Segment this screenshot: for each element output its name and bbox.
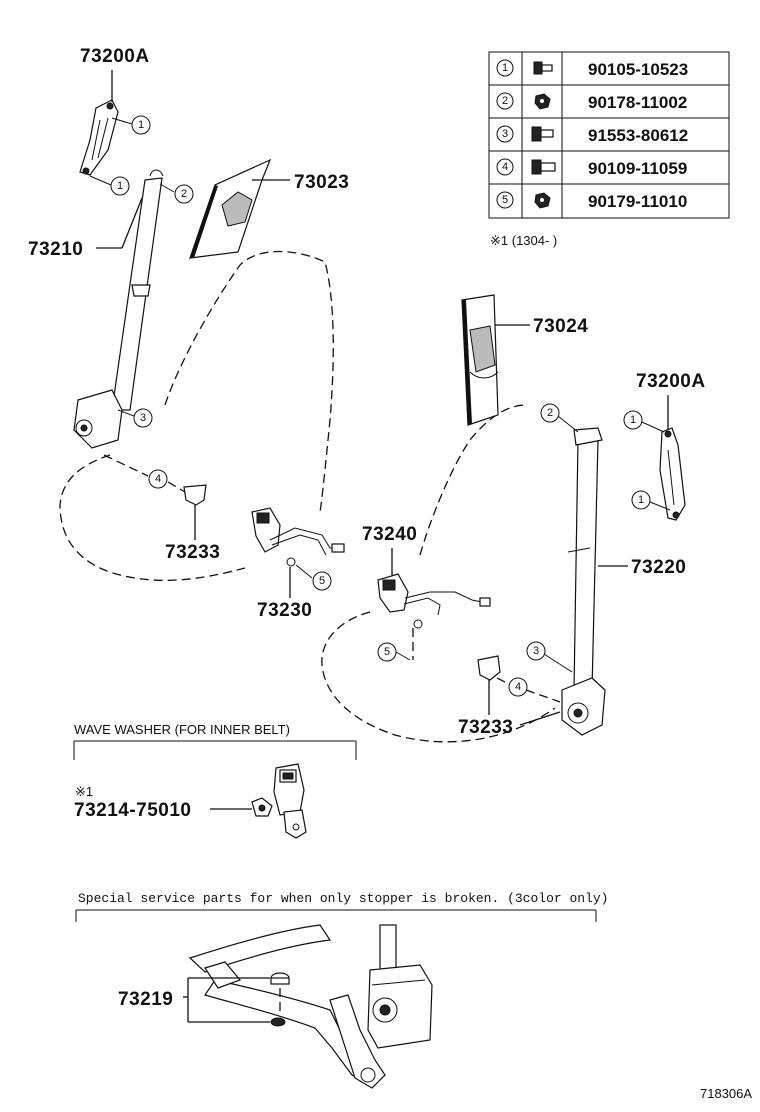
table-row-5-part: 90179-11010	[588, 192, 687, 211]
callout-4	[148, 469, 168, 489]
label-73233-right: 73233	[458, 717, 513, 738]
callout-4	[508, 677, 528, 697]
label-73220: 73220	[631, 557, 686, 578]
right-seat-outline	[321, 404, 556, 743]
label-73200a-left: 73200A	[80, 46, 150, 67]
label-73230: 73230	[257, 600, 312, 621]
table-row-5-num: 5	[502, 194, 508, 206]
special-service-note: Special service parts for when only stop…	[78, 891, 609, 906]
right-anchor-cover	[477, 655, 501, 681]
callout-2-text: 2	[181, 188, 187, 200]
callout-4-text: 4	[155, 473, 161, 485]
label-73024: 73024	[533, 316, 588, 337]
bolt-icon	[531, 126, 554, 142]
table-row-2-part: 90178-11002	[588, 93, 687, 112]
pillar-trim-73024	[461, 294, 499, 426]
callout-5	[377, 642, 397, 662]
callout-2	[174, 184, 194, 204]
left-anchor-bracket	[79, 99, 119, 176]
callout-1-text: 1	[138, 119, 144, 131]
left-buckle-73230	[251, 507, 345, 567]
nut-icon	[534, 192, 551, 209]
callout-1	[110, 176, 130, 196]
callout-5-text: 5	[319, 575, 325, 587]
pillar-trim-73023	[189, 158, 272, 259]
callout-3	[133, 408, 153, 428]
callout-1-text: 1	[638, 494, 644, 506]
note-mark: ※1	[75, 784, 93, 799]
fastener-table: 1 90105-10523 2 90178-11002 3 91553-8061…	[488, 51, 730, 219]
date-note: ※1 (1304- )	[490, 233, 557, 248]
callout-2-text: 2	[547, 407, 553, 419]
label-73219: 73219	[118, 989, 173, 1010]
label-73233-left: 73233	[165, 542, 220, 563]
bolt-icon	[533, 61, 553, 75]
callout-5	[312, 571, 332, 591]
table-row-3-part: 91553-80612	[588, 126, 688, 145]
stopper-assembly	[188, 924, 433, 1089]
label-73023: 73023	[294, 172, 349, 193]
left-anchor-cover	[183, 484, 207, 506]
right-buckle-73240	[377, 573, 491, 629]
table-row-4-num: 4	[502, 161, 508, 173]
nut-icon	[534, 93, 551, 110]
table-row-2-num: 2	[502, 95, 508, 107]
label-73214-75010: 73214-75010	[74, 800, 192, 821]
label-73200a-right: 73200A	[636, 371, 706, 392]
label-73240: 73240	[362, 524, 417, 545]
callout-3-text: 3	[533, 645, 539, 657]
callout-3	[526, 641, 546, 661]
bolt-icon	[531, 159, 556, 175]
left-seat-belt	[73, 169, 164, 449]
right-seat-belt	[561, 427, 606, 736]
table-row-1-part: 90105-10523	[588, 60, 688, 79]
callout-4-text: 4	[515, 681, 521, 693]
callout-3-text: 3	[140, 412, 146, 424]
right-anchor-bracket	[659, 427, 686, 521]
callout-1	[623, 410, 643, 430]
callout-1	[631, 490, 651, 510]
left-seat-outline	[59, 250, 334, 581]
callout-2	[540, 403, 560, 423]
callout-5-text: 5	[384, 646, 390, 658]
wave-washer-heading: WAVE WASHER (FOR INNER BELT)	[74, 722, 290, 737]
table-row-4-part: 90109-11059	[588, 159, 687, 178]
table-row-3-num: 3	[502, 128, 508, 140]
callout-1-text: 1	[117, 180, 123, 192]
callout-1-text: 1	[630, 414, 636, 426]
inner-buckle-with-washer	[251, 763, 307, 839]
callout-1	[131, 115, 151, 135]
table-row-1-num: 1	[502, 62, 508, 74]
label-73210: 73210	[28, 239, 83, 260]
diagram-code: 718306A	[700, 1086, 752, 1101]
